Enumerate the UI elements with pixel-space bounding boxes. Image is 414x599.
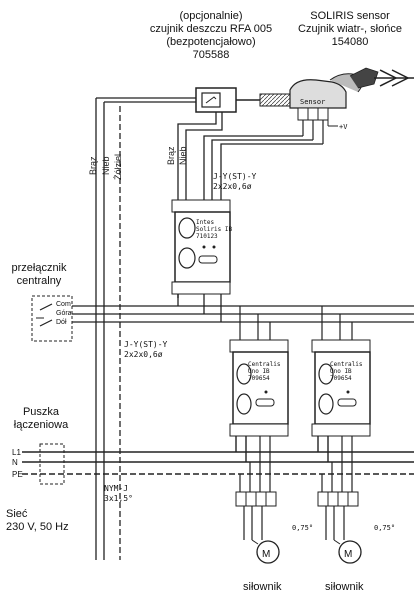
soliris-module-label: Intes Soliris IB 710123 bbox=[196, 219, 232, 240]
rain-sensor-line-2: czujnik deszczu RFA 005 bbox=[149, 23, 273, 35]
wire-label-nieb-left: Nieb bbox=[101, 156, 111, 175]
motor-label-2: siłownik bbox=[325, 581, 364, 593]
motor-circuit-2 bbox=[317, 436, 362, 564]
cable-jy-mid-line-1: J-Y(ST)-Y bbox=[124, 340, 168, 349]
control-bus bbox=[72, 294, 414, 323]
cable-jy-top-line-2: 2x2x0,6ø bbox=[213, 182, 252, 191]
motor-label-1: siłownik bbox=[243, 581, 282, 593]
wire-label-braz-left: Brąz bbox=[88, 156, 98, 175]
rain-sensor-line-3: (bezpotencjałowo) bbox=[166, 36, 256, 48]
soliris-line-1: SOLIRIS sensor bbox=[310, 10, 390, 22]
cable-nym-line-1: NYM-J bbox=[104, 484, 129, 493]
network-line-1: Sieć bbox=[6, 508, 28, 520]
soliris-box-line-3: 710123 bbox=[196, 233, 218, 240]
switch-term-com: Com bbox=[56, 301, 71, 308]
soliris-line-2: Czujnik wiatr-, słońce bbox=[298, 23, 402, 35]
centralis-2-label: Centralis Uno IB 709654 bbox=[330, 361, 363, 382]
centralis-2-line-2: Uno IB bbox=[330, 368, 352, 375]
line-pe: PE bbox=[12, 470, 23, 479]
junction-line-1: Puszka bbox=[22, 406, 60, 418]
power-lines bbox=[22, 294, 414, 485]
sensor-box-label: Sensor bbox=[300, 98, 326, 106]
motor-cable-1: 0,75° bbox=[292, 524, 314, 532]
junction-caption: Puszka łączeniowa bbox=[4, 406, 78, 432]
motor-1-m: M bbox=[262, 549, 271, 560]
cable-jy-top-line-1: J-Y(ST)-Y bbox=[213, 172, 257, 181]
centralis-1-label: Centralis Uno IB 709654 bbox=[248, 361, 281, 382]
sensor-plusv-label: +V bbox=[339, 123, 348, 131]
soliris-line-3: 154080 bbox=[331, 36, 369, 48]
centralis-1-line-3: 709654 bbox=[248, 375, 270, 382]
central-switch bbox=[31, 295, 73, 342]
switch-term-gora: Góra bbox=[56, 310, 72, 317]
junction-line-2: łączeniowa bbox=[13, 419, 69, 431]
switch-term-dol: Dół bbox=[56, 319, 67, 326]
switch-line-2: centralny bbox=[16, 275, 62, 287]
rain-sensor-line-1: (opcjonalnie) bbox=[179, 10, 243, 22]
cable-nym: NYM-J 3x1,5° bbox=[104, 484, 133, 504]
line-l1: L1 bbox=[12, 448, 21, 457]
sensor-wires bbox=[95, 97, 323, 560]
centralis-2-line-1: Centralis bbox=[330, 361, 363, 368]
motor-cable-2: 0,75° bbox=[374, 524, 396, 532]
switch-line-1: przełącznik bbox=[11, 262, 67, 274]
soliris-module bbox=[171, 199, 231, 295]
cable-jy-top: J-Y(ST)-Y 2x2x0,6ø bbox=[213, 172, 256, 192]
control-drops bbox=[239, 306, 353, 340]
centralis-1-line-1: Centralis bbox=[248, 361, 281, 368]
rain-sensor-device bbox=[195, 87, 291, 113]
soliris-box-line-2: Soliris IB bbox=[196, 226, 233, 233]
rain-sensor-line-4: 705588 bbox=[192, 49, 230, 61]
switch-caption: przełącznik centralny bbox=[2, 262, 76, 288]
wire-label-zolziel: Żółziel bbox=[113, 153, 123, 180]
centralis-1-line-2: Uno IB bbox=[248, 368, 270, 375]
centralis-module-1 bbox=[229, 339, 289, 437]
wire-label-nieb-mid: Nieb bbox=[178, 146, 188, 165]
soliris-box-line-1: Intes bbox=[196, 219, 215, 226]
motor-circuit-1 bbox=[235, 436, 280, 564]
soliris-caption: SOLIRIS sensor Czujnik wiatr-, słońce 15… bbox=[286, 10, 414, 49]
centralis-2-line-3: 709654 bbox=[330, 375, 352, 382]
cable-nym-line-2: 3x1,5° bbox=[104, 494, 133, 503]
network-caption: Sieć 230 V, 50 Hz bbox=[6, 508, 69, 534]
cable-jy-mid: J-Y(ST)-Y 2x2x0,6ø bbox=[124, 340, 167, 360]
soliris-sensor-device bbox=[289, 67, 414, 144]
wire-label-braz-mid: Brąz bbox=[166, 146, 176, 165]
cable-jy-mid-line-2: 2x2x0,6ø bbox=[124, 350, 163, 359]
centralis-module-2 bbox=[311, 339, 371, 437]
rain-sensor-caption: (opcjonalnie) czujnik deszczu RFA 005 (b… bbox=[136, 10, 286, 62]
line-n: N bbox=[12, 458, 18, 467]
motor-2-m: M bbox=[344, 549, 353, 560]
network-line-2: 230 V, 50 Hz bbox=[6, 521, 69, 533]
